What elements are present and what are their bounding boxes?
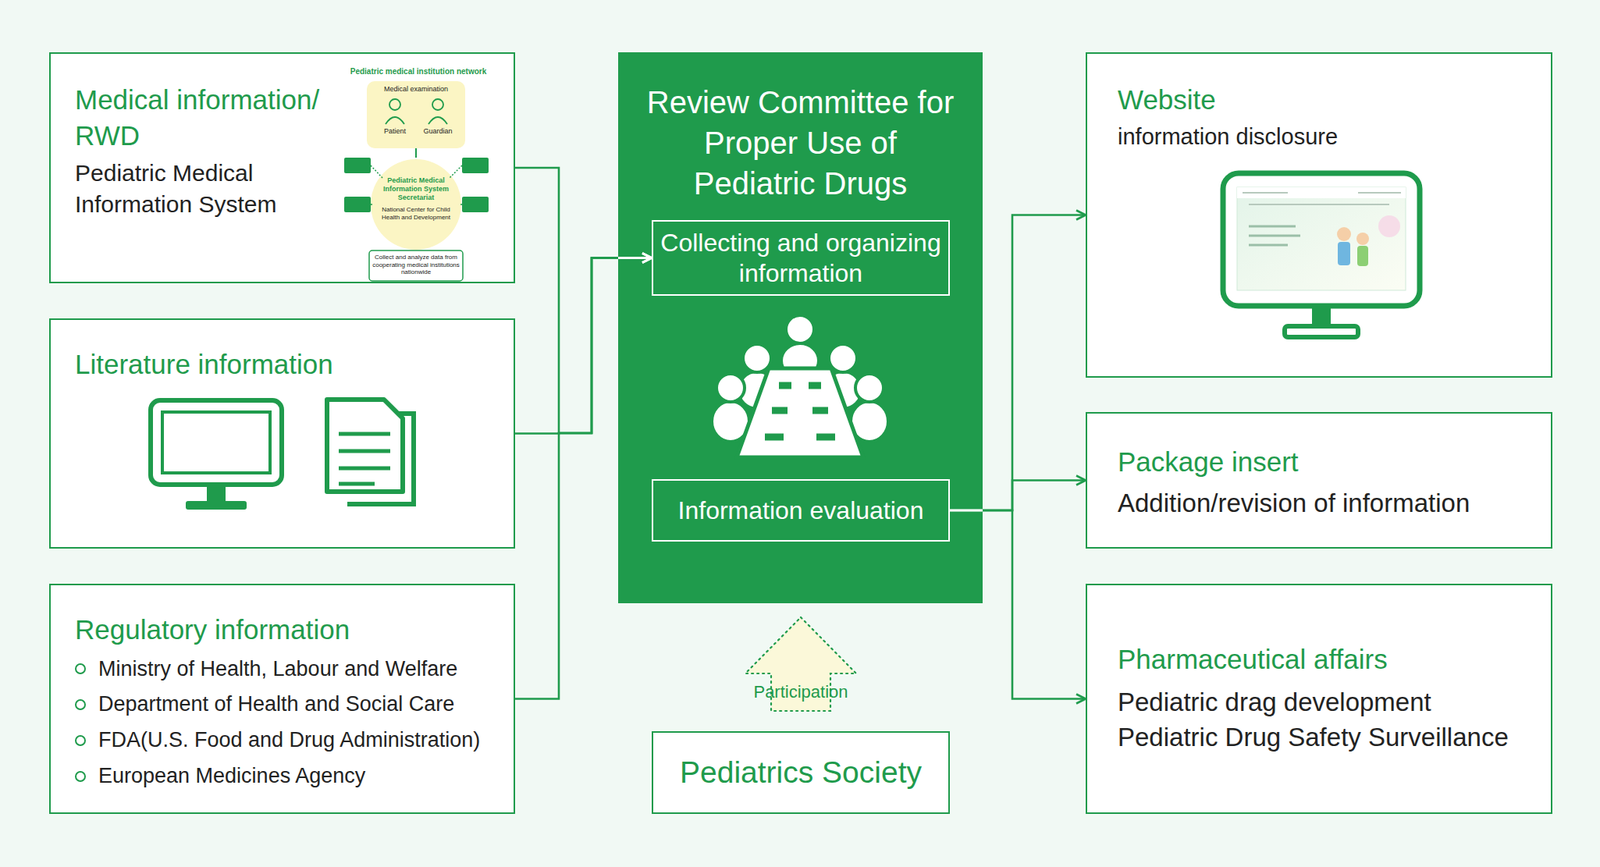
box-body: Pediatric Drug Safety Surveillance	[1117, 719, 1551, 756]
input-box: Literature information	[49, 318, 516, 549]
connector-label: Participation	[753, 682, 848, 703]
box-body: information disclosure	[1117, 122, 1551, 153]
list-item: European Medicines Agency	[74, 758, 514, 795]
process-box: Collecting and organizing information	[651, 220, 950, 296]
output-box: Website information disclosure	[1085, 52, 1553, 378]
participant-label: Pediatrics Society	[679, 754, 922, 792]
list-item: Department of Health and Social Care	[74, 686, 514, 723]
box-heading: Regulatory information	[74, 611, 514, 648]
box-heading: Package insert	[1117, 444, 1551, 480]
output-box: Package insertAddition/revision of infor…	[1085, 412, 1553, 549]
process-box: Information evaluation	[651, 479, 950, 542]
input-box: Medical information/ RWDPediatric Medica…	[49, 52, 516, 284]
box-heading: Pharmaceutical affairs	[1117, 641, 1551, 678]
box-body: Addition/revision of information	[1117, 487, 1551, 521]
process-label: Information evaluation	[678, 495, 925, 526]
participation-arrow	[745, 617, 857, 712]
box-heading: Literature information	[74, 346, 514, 383]
list-item: FDA(U.S. Food and Drug Administration)	[74, 722, 514, 759]
committee-title: Review Committee for Proper Use of Pedia…	[643, 81, 959, 204]
box-body: Pediatric drag development	[1117, 684, 1551, 721]
box-body: Pediatric Medical Information System	[74, 157, 325, 221]
committee-box: Review Committee for Proper Use of Pedia…	[618, 52, 983, 604]
box-heading: Website	[1117, 81, 1551, 118]
list-item: Ministry of Health, Labour and Welfare	[74, 651, 514, 688]
box-heading: Medical information/ RWD	[74, 81, 356, 153]
participant-box: Pediatrics Society	[651, 731, 950, 815]
process-label: Collecting and organizing information	[653, 227, 949, 288]
input-box: Regulatory informationMinistry of Health…	[49, 583, 516, 815]
output-box: Pharmaceutical affairsPediatric drag dev…	[1085, 583, 1553, 815]
